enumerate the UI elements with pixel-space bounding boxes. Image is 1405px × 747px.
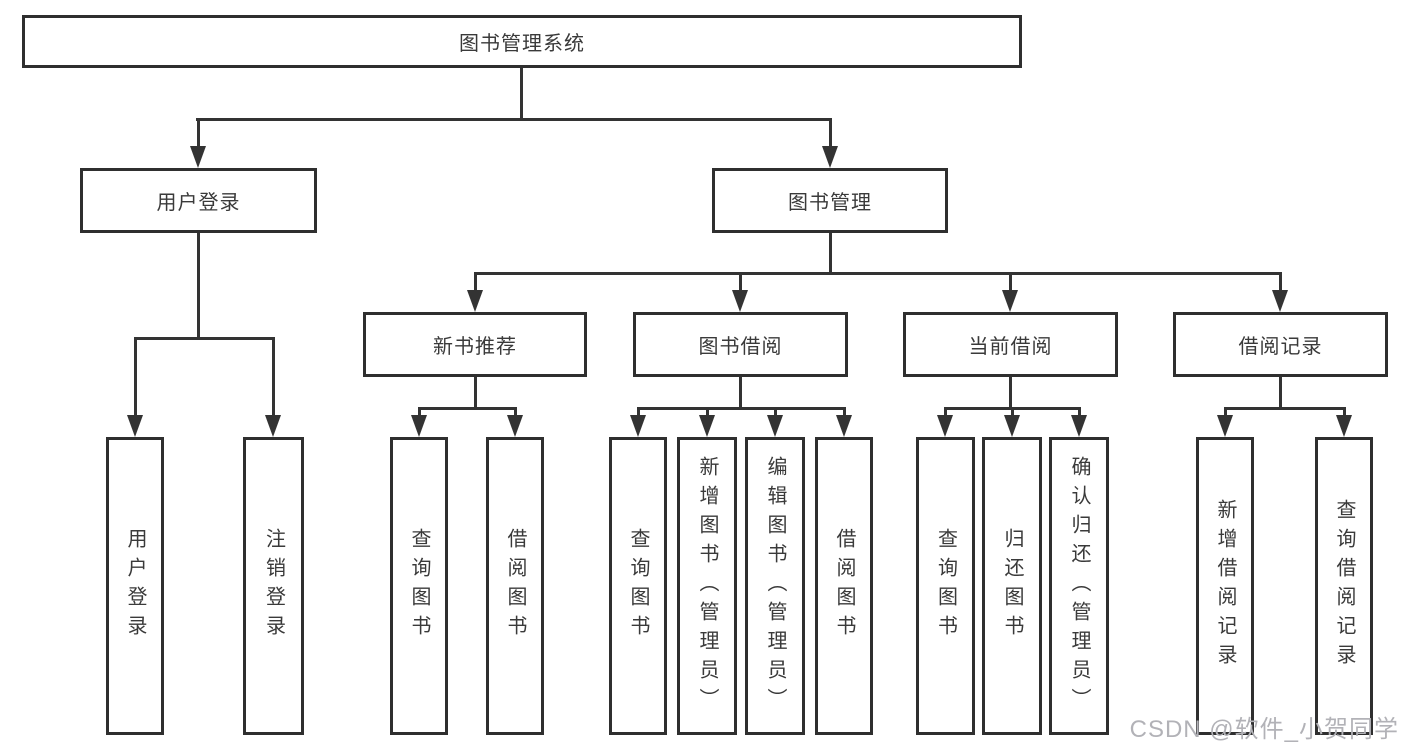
connector-drop-leaf-logout: [272, 337, 275, 417]
leaf-borrow-books-borrowing: 借阅图书: [815, 437, 873, 735]
arrowhead-icon: [1071, 415, 1087, 437]
node-user-login: 用户登录: [80, 168, 317, 233]
connector-new-book-recommend-bar: [418, 407, 517, 410]
node-borrowing-records: 借阅记录: [1173, 312, 1388, 377]
leaf-user-login: 用户登录: [106, 437, 164, 735]
leaf-return-books: 归还图书: [982, 437, 1042, 735]
leaf-query-books-recommend: 查询图书: [390, 437, 448, 735]
node-book-borrowing: 图书借阅: [633, 312, 848, 377]
node-label: 新书推荐: [433, 336, 517, 358]
arrowhead-icon: [937, 415, 953, 437]
connector-book-management-bar: [474, 272, 1281, 275]
connector-drop-leaf: [706, 407, 709, 417]
node-label: 当前借阅: [968, 336, 1053, 358]
arrowhead-icon: [822, 146, 838, 168]
connector-new-book-recommend-stem: [474, 377, 477, 407]
node-label: 图书管理系统: [459, 33, 585, 55]
connector-root-bar: [196, 118, 832, 121]
arrowhead-icon: [836, 415, 852, 437]
leaf-add-borrow-record: 新增借阅记录: [1196, 437, 1254, 735]
arrowhead-icon: [411, 415, 427, 437]
leaf-label: 注销登录: [262, 528, 285, 644]
arrowhead-icon: [507, 415, 523, 437]
connector-drop-leaf: [1078, 407, 1081, 417]
leaf-label: 借阅图书: [833, 528, 855, 644]
connector-drop-book-borrowing: [739, 272, 742, 292]
connector-drop-leaf: [843, 407, 846, 417]
node-book-management: 图书管理: [712, 168, 948, 233]
connector-drop-leaf: [1011, 407, 1014, 417]
connector-drop-user-login: [197, 118, 200, 150]
leaf-label: 确认归还（管理员）: [1068, 455, 1090, 717]
connector-borrowing-records-stem: [1279, 377, 1282, 407]
connector-drop-current-borrowing: [1009, 272, 1012, 292]
node-label: 图书管理: [788, 192, 872, 214]
leaf-query-books-borrowing: 查询图书: [609, 437, 667, 735]
connector-user-login-bar: [134, 337, 275, 340]
connector-drop-new-book-recommend: [474, 272, 477, 292]
connector-root-stem: [520, 68, 523, 118]
leaf-label: 编辑图书（管理员）: [764, 455, 786, 717]
connector-drop-leaf-user-login: [134, 337, 137, 417]
leaf-label: 借阅图书: [504, 528, 526, 644]
arrowhead-icon: [1217, 415, 1233, 437]
connector-book-borrowing-stem: [739, 377, 742, 407]
connector-drop-borrowing-records: [1279, 272, 1282, 292]
leaf-edit-book-admin: 编辑图书（管理员）: [745, 437, 805, 735]
arrowhead-icon: [630, 415, 646, 437]
arrowhead-icon: [1002, 290, 1018, 312]
connector-drop-leaf: [944, 407, 947, 417]
arrowhead-icon: [190, 146, 206, 168]
leaf-add-book-admin: 新增图书（管理员）: [677, 437, 737, 735]
arrowhead-icon: [265, 415, 281, 437]
leaf-label: 新增图书（管理员）: [696, 455, 718, 717]
connector-drop-leaf: [1343, 407, 1346, 417]
leaf-label: 查询图书: [934, 528, 957, 644]
node-label: 借阅记录: [1238, 336, 1323, 358]
node-new-book-recommend: 新书推荐: [363, 312, 587, 377]
connector-drop-leaf: [637, 407, 640, 417]
leaf-label: 查询借阅记录: [1333, 499, 1355, 673]
connector-drop-book-management: [829, 118, 832, 150]
leaf-borrow-books-recommend: 借阅图书: [486, 437, 544, 735]
connector-current-borrowing-stem: [1009, 377, 1012, 407]
node-label: 图书借阅: [698, 336, 783, 358]
arrowhead-icon: [699, 415, 715, 437]
leaf-query-books-current: 查询图书: [916, 437, 975, 735]
arrowhead-icon: [467, 290, 483, 312]
node-current-borrowing: 当前借阅: [903, 312, 1118, 377]
node-label: 用户登录: [156, 192, 241, 214]
connector-user-login-stem: [197, 233, 200, 337]
arrowhead-icon: [732, 290, 748, 312]
arrowhead-icon: [767, 415, 783, 437]
arrowhead-icon: [127, 415, 143, 437]
leaf-label: 新增借阅记录: [1214, 499, 1236, 673]
leaf-label: 归还图书: [1001, 528, 1023, 644]
connector-book-borrowing-bar: [637, 407, 846, 410]
connector-book-management-stem: [829, 233, 832, 272]
arrowhead-icon: [1004, 415, 1020, 437]
connector-drop-leaf: [418, 407, 421, 417]
arrowhead-icon: [1336, 415, 1352, 437]
leaf-label: 查询图书: [627, 528, 649, 644]
leaf-label: 用户登录: [124, 528, 146, 644]
leaf-confirm-return-admin: 确认归还（管理员）: [1049, 437, 1109, 735]
arrowhead-icon: [1272, 290, 1288, 312]
csdn-watermark: CSDN @软件_小贺同学: [1129, 716, 1399, 743]
leaf-logout: 注销登录: [243, 437, 304, 735]
connector-drop-leaf: [1224, 407, 1227, 417]
node-library-management-system: 图书管理系统: [22, 15, 1022, 68]
leaf-query-borrow-record: 查询借阅记录: [1315, 437, 1373, 735]
connector-drop-leaf: [514, 407, 517, 417]
connector-borrowing-records-bar: [1224, 407, 1346, 410]
connector-drop-leaf: [774, 407, 777, 417]
leaf-label: 查询图书: [408, 528, 430, 644]
